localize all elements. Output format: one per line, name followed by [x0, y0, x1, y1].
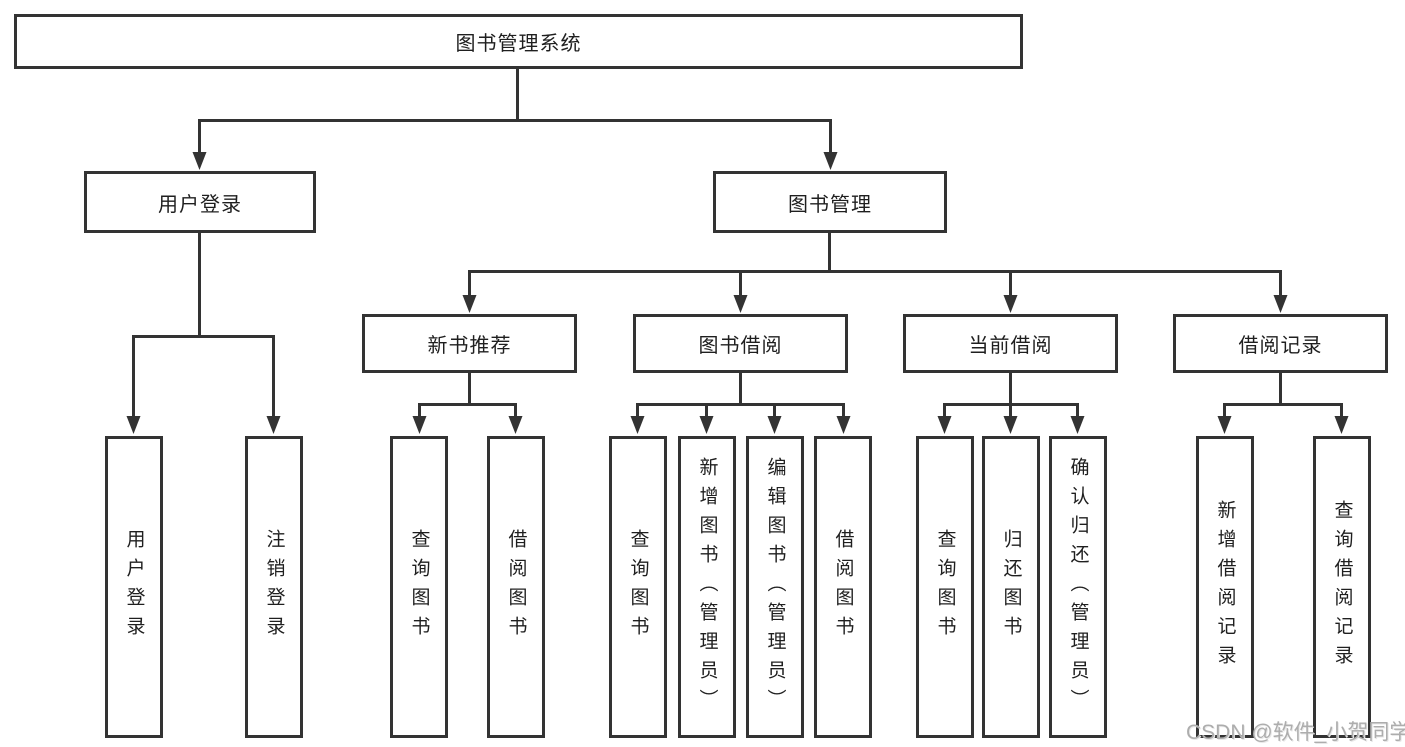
arrow-down-icon	[1003, 416, 1018, 434]
arrow-down-icon	[192, 152, 207, 170]
arrow-down-icon	[733, 295, 748, 313]
connector-user-login-branch	[132, 233, 275, 420]
leaf-query-books-borrow: 查询图书	[609, 436, 667, 738]
leaf-edit-book-admin: 编辑图书（管理员）	[746, 436, 804, 738]
leaf-borrow-books-recommend: 借阅图书	[487, 436, 545, 738]
leaf-borrow-books-borrow-label: 借阅图书	[832, 529, 854, 645]
leaf-query-books-current-label: 查询图书	[934, 529, 956, 645]
arrow-down-icon	[508, 416, 523, 434]
connector-book-borrow-branch	[636, 373, 845, 420]
arrow-down-icon	[1273, 295, 1288, 313]
leaf-add-borrow-record-label: 新增借阅记录	[1214, 500, 1236, 674]
arrow-down-icon	[412, 416, 427, 434]
connector-new-book-branch	[418, 373, 517, 420]
leaf-user-login-label: 用户登录	[123, 529, 145, 645]
arrow-down-icon	[836, 416, 851, 434]
arrow-down-icon	[823, 152, 838, 170]
node-user-login: 用户登录	[84, 171, 316, 233]
node-borrow-records: 借阅记录	[1173, 314, 1388, 373]
connector-borrow-record-branch	[1223, 373, 1343, 420]
node-new-book-recommend: 新书推荐	[362, 314, 577, 373]
leaf-logout-label: 注销登录	[263, 529, 285, 645]
leaf-borrow-books-borrow: 借阅图书	[814, 436, 872, 738]
leaf-user-login: 用户登录	[105, 436, 163, 738]
arrow-down-icon	[126, 416, 141, 434]
arrow-down-icon	[1003, 295, 1018, 313]
leaf-query-borrow-record: 查询借阅记录	[1313, 436, 1371, 738]
leaf-query-books-current: 查询图书	[916, 436, 974, 738]
leaf-add-book-admin: 新增图书（管理员）	[678, 436, 736, 738]
leaf-edit-book-admin-label: 编辑图书（管理员）	[764, 456, 786, 718]
leaf-add-book-admin-label: 新增图书（管理员）	[696, 456, 718, 718]
arrow-down-icon	[1070, 416, 1085, 434]
leaf-confirm-return-admin-label: 确认归还（管理员）	[1067, 456, 1089, 718]
node-book-borrow: 图书借阅	[633, 314, 848, 373]
node-library-system: 图书管理系统	[14, 14, 1023, 69]
connector-current-borrow-branch	[943, 373, 1079, 420]
leaf-borrow-books-recommend-label: 借阅图书	[505, 529, 527, 645]
leaf-confirm-return-admin: 确认归还（管理员）	[1049, 436, 1107, 738]
leaf-add-borrow-record: 新增借阅记录	[1196, 436, 1254, 738]
watermark: CSDN @软件_小贺同学	[1186, 721, 1405, 744]
leaf-query-books-recommend-label: 查询图书	[408, 529, 430, 645]
leaf-query-books-recommend: 查询图书	[390, 436, 448, 738]
arrow-down-icon	[937, 416, 952, 434]
leaf-return-books-label: 归还图书	[1000, 529, 1022, 645]
arrow-down-icon	[462, 295, 477, 313]
arrow-down-icon	[699, 416, 714, 434]
leaf-query-borrow-record-label: 查询借阅记录	[1331, 500, 1353, 674]
arrow-down-icon	[1217, 416, 1232, 434]
node-book-management: 图书管理	[713, 171, 947, 233]
arrow-down-icon	[1334, 416, 1349, 434]
node-current-borrow: 当前借阅	[903, 314, 1118, 373]
leaf-return-books: 归还图书	[982, 436, 1040, 738]
connector-book-management-branch	[468, 233, 1282, 302]
arrow-down-icon	[266, 416, 281, 434]
arrow-down-icon	[630, 416, 645, 434]
leaf-logout: 注销登录	[245, 436, 303, 738]
connector-root-to-level2	[198, 69, 832, 158]
leaf-query-books-borrow-label: 查询图书	[627, 529, 649, 645]
arrow-down-icon	[767, 416, 782, 434]
